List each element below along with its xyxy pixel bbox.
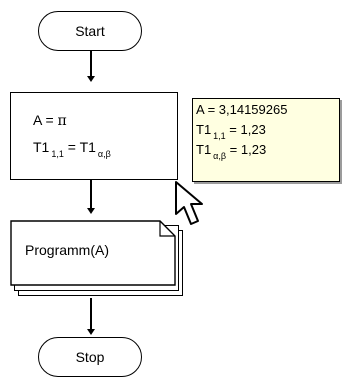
tooltip-t1ab-value: = 1,23 xyxy=(226,142,267,157)
subroutine-label: Programm(A) xyxy=(25,242,110,258)
process-line-assign-a: A = π xyxy=(33,112,67,129)
t1-rhs-sub: α,β xyxy=(97,149,111,159)
tooltip-a-value: A = 3,14159265 xyxy=(196,102,288,117)
t1-rhs-name: T1 xyxy=(79,139,96,155)
tooltip-t1-name: T1 xyxy=(196,122,212,137)
start-label: Start xyxy=(75,23,105,39)
arrowhead-icon xyxy=(87,329,95,335)
subroutine-block[interactable]: Programm(A) xyxy=(10,220,185,298)
connector-subroutine-stop xyxy=(90,298,92,332)
tooltip-row-a: A = 3,14159265 xyxy=(196,100,336,120)
stop-label: Stop xyxy=(75,349,105,365)
tooltip-t1ab-sub: α,β xyxy=(213,151,227,161)
t1-lhs-name: T1 xyxy=(33,139,50,155)
t1-eq: = xyxy=(63,139,80,155)
connector-process-subroutine xyxy=(90,180,92,212)
doc-sheet-front xyxy=(10,220,176,286)
assign-a-rhs: π xyxy=(57,113,67,129)
tooltip-t1ab-name: T1 xyxy=(196,142,212,157)
start-terminator[interactable]: Start xyxy=(38,11,142,51)
connector-start-process xyxy=(90,51,92,79)
assign-a-lhs: A = xyxy=(33,112,58,128)
arrowhead-icon xyxy=(87,76,95,82)
stop-terminator[interactable]: Stop xyxy=(38,337,142,377)
tooltip-t1-sub: 1,1 xyxy=(213,131,226,141)
tooltip-t1-value: = 1,23 xyxy=(225,122,266,137)
t1-lhs-sub: 1,1 xyxy=(51,149,64,159)
arrowhead-icon xyxy=(87,208,95,214)
mouse-pointer-icon xyxy=(175,181,203,225)
